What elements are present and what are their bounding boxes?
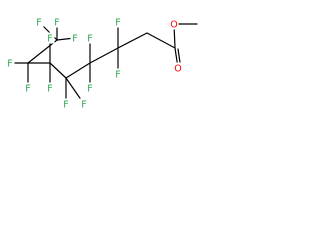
fluorine-label-3-text: F (87, 33, 92, 44)
fluorine-label-6-text: F (81, 99, 86, 110)
ether-oxygen-label: O (169, 18, 179, 30)
fluorine-label-11: F (70, 32, 80, 44)
fluorine-label-9-text: F (7, 58, 12, 69)
fluorine-label-9: F (5, 57, 15, 69)
fluorine-label-1: F (113, 16, 123, 28)
bond-c3-c4 (89, 47, 119, 64)
fluorine-label-3: F (85, 32, 95, 44)
fluorine-label-4: F (85, 82, 95, 94)
fluorine-label-10: F (23, 82, 33, 94)
ether-oxygen-label-text: O (170, 19, 177, 30)
bond-c4-c5 (65, 62, 91, 79)
fluorine-label-8-text: F (47, 83, 52, 94)
fluorine-label-12-text: F (54, 17, 59, 28)
fluorine-label-13-text: F (36, 17, 41, 28)
bond-c5-c6 (49, 62, 67, 79)
fluorine-label-5-text: F (63, 99, 68, 110)
fluorine-label-5: F (61, 98, 71, 110)
bond-c1-c2 (146, 32, 176, 49)
bond-c2-c3 (117, 32, 148, 49)
fluorine-label-6: F (79, 98, 89, 110)
fluorine-label-2-text: F (115, 69, 120, 80)
fluorine-label-2: F (113, 68, 123, 80)
fluorine-label-7-text: F (47, 33, 52, 44)
fluorine-label-10-text: F (25, 83, 30, 94)
fluorine-label-4-text: F (87, 83, 92, 94)
fluorine-label-8: F (45, 82, 55, 94)
carbonyl-oxygen-label-text: O (174, 63, 181, 74)
fluorine-label-1-text: F (115, 17, 120, 28)
carbonyl-oxygen-label: O (173, 62, 183, 74)
fluorine-label-12: F (52, 16, 62, 28)
fluorine-label-13: F (34, 16, 44, 28)
fluorine-label-7: F (45, 32, 55, 44)
fluorine-label-11-text: F (72, 33, 77, 44)
bond-layer (9, 21, 198, 105)
bond-c7-c8 (27, 39, 58, 64)
